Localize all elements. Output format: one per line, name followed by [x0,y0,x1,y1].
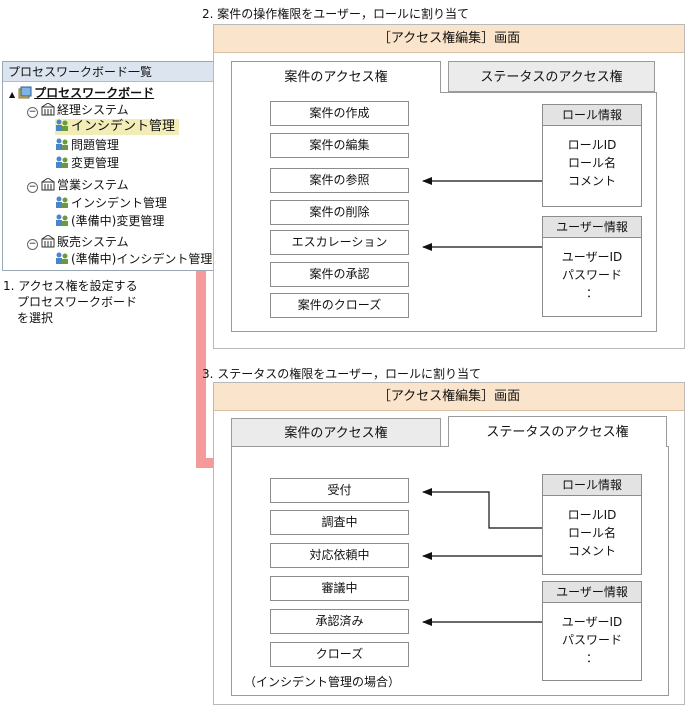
collapse-triangle-icon[interactable]: ▲ [9,90,16,99]
user-info-box: ユーザー情報 ユーザーID パスワード ： [542,216,642,317]
tab-case-access[interactable]: 案件のアクセス権 [231,418,441,447]
workboard-users-icon [55,252,69,265]
role-info-box: ロール情報 ロールID ロール名 コメント [542,474,642,575]
screen-title: ［アクセス権編集］画面 [214,383,684,411]
workboard-users-icon [55,214,69,227]
status-investigating[interactable]: 調査中 [270,510,409,535]
tab-case-access[interactable]: 案件のアクセス権 [231,61,441,93]
step2-caption: 2. 案件の操作権限をユーザー，ロールに割り当て [202,7,470,21]
perm-view[interactable]: 案件の参照 [270,168,409,193]
tree-system[interactable]: −営業システム [27,177,129,193]
collapse-icon[interactable]: − [27,182,38,193]
user-info-box: ユーザー情報 ユーザーID パスワード ： [542,581,642,681]
tree-board[interactable]: 問題管理 [55,137,119,153]
system-building-icon [41,234,55,248]
tree-board[interactable]: (準備中)変更管理 [55,213,164,229]
tree-board[interactable]: インシデント管理 [55,195,167,211]
workboard-users-icon [55,196,69,209]
tree-root[interactable]: ▲プロセスワークボード [9,86,155,100]
perm-create[interactable]: 案件の作成 [270,101,409,126]
process-workboard-tree: プロセスワークボード一覧 ▲プロセスワークボード −経理システム インシデント管… [2,61,215,271]
collapse-icon[interactable]: − [27,239,38,250]
system-building-icon [41,102,55,116]
tree-system[interactable]: −経理システム [27,102,129,118]
tab-status-access[interactable]: ステータスのアクセス権 [448,61,655,92]
step3-caption: 3. ステータスの権限をユーザー，ロールに割り当て [202,367,482,381]
perm-close[interactable]: 案件のクローズ [270,293,409,318]
collapse-icon[interactable]: − [27,107,38,118]
status-received[interactable]: 受付 [270,478,409,503]
tree-system[interactable]: −販売システム [27,234,129,250]
tree-board[interactable]: (準備中)インシデント管理 [55,251,212,267]
tree-board[interactable]: 変更管理 [55,155,119,171]
workboard-folder-icon [18,86,32,99]
perm-delete[interactable]: 案件の削除 [270,200,409,225]
tab-status-access[interactable]: ステータスのアクセス権 [448,416,667,447]
tree-header: プロセスワークボード一覧 [3,62,215,82]
step1-note: 1. アクセス権を設定する プロセスワークボード を選択 [3,279,138,325]
status-under-review[interactable]: 審議中 [270,576,409,601]
screen-title: ［アクセス権編集］画面 [214,25,684,53]
tree-board-selected[interactable]: インシデント管理 [55,119,180,135]
workboard-users-icon [55,138,69,151]
role-to-received-arrow [422,488,542,529]
status-approved[interactable]: 承認済み [270,609,409,634]
status-response-requested[interactable]: 対応依頼中 [270,543,409,568]
perm-edit[interactable]: 案件の編集 [270,133,409,158]
perm-escalation[interactable]: エスカレーション [270,230,409,255]
role-info-box: ロール情報 ロールID ロール名 コメント [542,104,642,207]
workboard-users-icon [55,156,69,169]
perm-approve[interactable]: 案件の承認 [270,262,409,287]
status-closed[interactable]: クローズ [270,642,409,667]
incident-note: （インシデント管理の場合） [244,675,401,689]
system-building-icon [41,177,55,191]
workboard-users-icon [55,119,69,132]
